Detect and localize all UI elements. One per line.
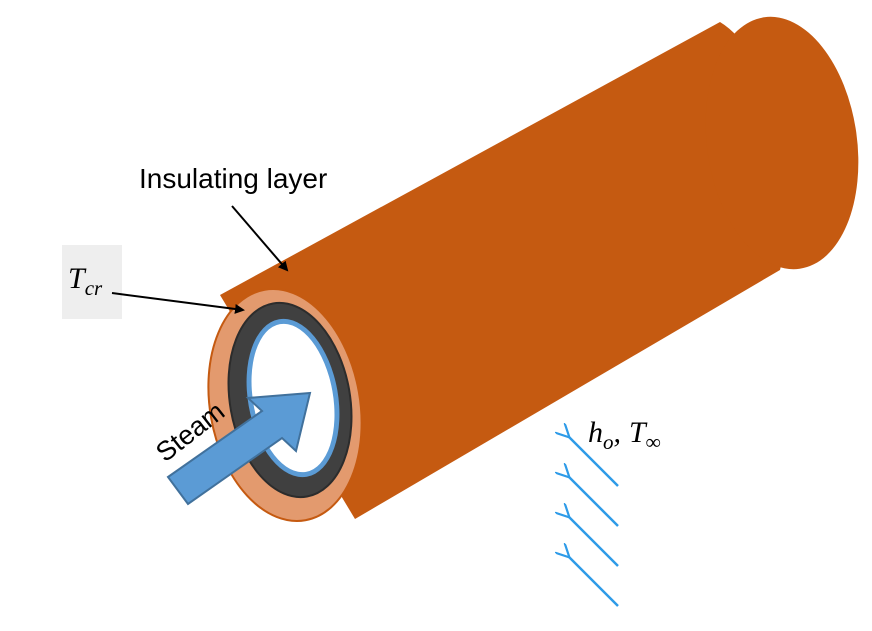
air-arrow-2 <box>568 476 619 527</box>
cylinder-far-end <box>705 16 859 270</box>
tcr-subscript: cr <box>85 276 103 300</box>
tcr-label-box <box>62 245 122 319</box>
air-arrow-4 <box>568 556 619 607</box>
cylinder-body <box>220 22 788 519</box>
tcr-symbol: T <box>68 262 87 295</box>
tcr-label: Tcr <box>68 262 103 300</box>
air-flow-arrows <box>568 436 619 607</box>
t-subscript: ∞ <box>646 430 661 454</box>
air-arrow-3 <box>568 516 619 567</box>
insulating-layer-leader <box>231 205 289 272</box>
insulation-cylinder <box>220 16 859 519</box>
insulating-layer-label: Insulating layer <box>139 163 327 194</box>
h-subscript: o <box>603 430 614 454</box>
convection-label: ho,T∞ <box>588 416 661 454</box>
tcr-leader <box>111 292 245 314</box>
steam-arrow <box>166 391 312 506</box>
h-symbol: h <box>588 416 603 449</box>
convection-separator: , <box>614 416 622 449</box>
t-symbol: T <box>629 416 648 449</box>
air-arrow-1 <box>568 436 619 487</box>
